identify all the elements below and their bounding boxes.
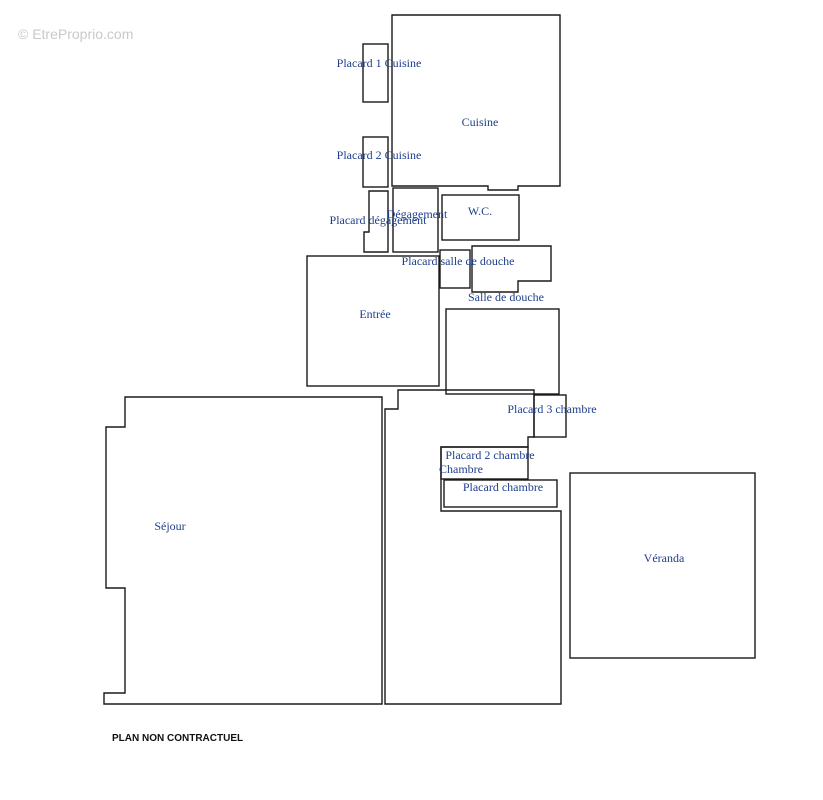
label-placard-degagement: Placard dégagement (330, 213, 428, 227)
placard-degagement-walls (363, 190, 389, 253)
wc-walls (441, 194, 520, 241)
label-salle-de-douche: Salle de douche (468, 290, 544, 304)
label-entree: Entrée (359, 307, 390, 321)
salle-de-douche-upper-walls (471, 245, 552, 293)
veranda-walls (569, 472, 756, 659)
label-veranda: Véranda (644, 551, 685, 565)
label-placard-salle-de-douche: Placard salle de douche (402, 254, 515, 268)
label-cuisine: Cuisine (462, 115, 499, 129)
placard-salle-de-douche-walls (439, 249, 471, 289)
placard-chambre-walls (443, 479, 558, 508)
label-placard-chambre: Placard chambre (463, 480, 543, 494)
label-placard-2-chambre: Placard 2 chambre (445, 448, 534, 462)
label-wc: W.C. (468, 204, 492, 218)
watermark: © EtreProprio.com (18, 26, 134, 42)
placard-2-cuisine-walls (362, 136, 389, 188)
salle-de-douche-walls (445, 308, 560, 395)
placard-1-cuisine-walls (362, 43, 389, 103)
label-placard-2-cuisine: Placard 2 Cuisine (337, 148, 422, 162)
label-placard-1-cuisine: Placard 1 Cuisine (337, 56, 422, 70)
label-chambre: Chambre (439, 462, 483, 476)
disclaimer-note: PLAN NON CONTRACTUEL (112, 733, 244, 744)
label-degagement: Dégagement (387, 207, 448, 221)
degagement-walls (392, 187, 439, 253)
label-placard-3-chambre: Placard 3 chambre (507, 402, 596, 416)
chambre-walls (384, 389, 562, 705)
sejour-walls (103, 396, 383, 705)
placard-2-chambre-walls (440, 446, 529, 480)
entree-walls (306, 255, 440, 387)
label-sejour: Séjour (154, 519, 185, 533)
cuisine-walls (391, 14, 561, 191)
